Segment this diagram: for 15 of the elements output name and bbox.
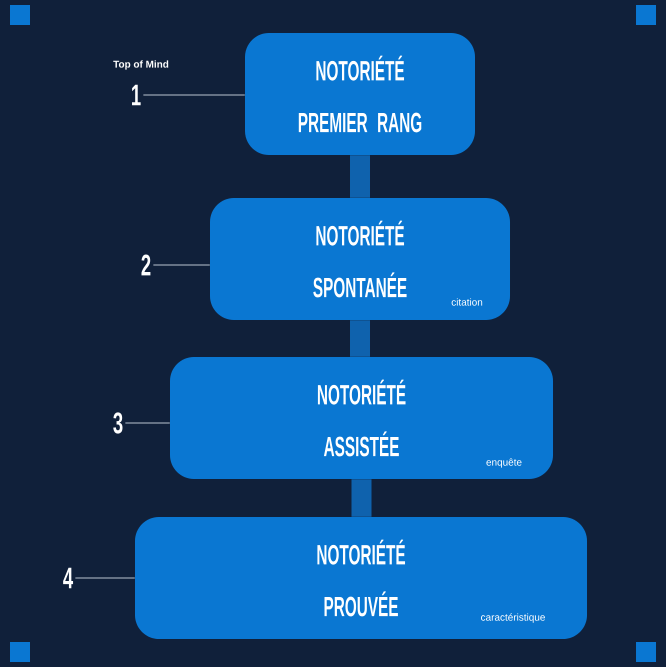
leader-line	[124, 422, 170, 424]
note-text: enquête	[486, 458, 522, 468]
leader-line	[152, 264, 210, 266]
connector-bar	[352, 479, 372, 517]
note-text: citation	[452, 298, 482, 306]
stage-box: NOTORIÉTÉ PREMIER RANG	[245, 33, 475, 155]
step-number: 2	[142, 254, 150, 276]
step-number: 4	[63, 568, 74, 588]
connector-bar	[350, 155, 370, 198]
leader-line	[142, 94, 246, 96]
note-text: caractéristique	[481, 613, 545, 623]
side-label: Top of Mind	[113, 60, 168, 70]
connector-bar	[350, 320, 370, 357]
step-number: 1	[132, 84, 141, 106]
step-number: 3	[113, 412, 122, 434]
